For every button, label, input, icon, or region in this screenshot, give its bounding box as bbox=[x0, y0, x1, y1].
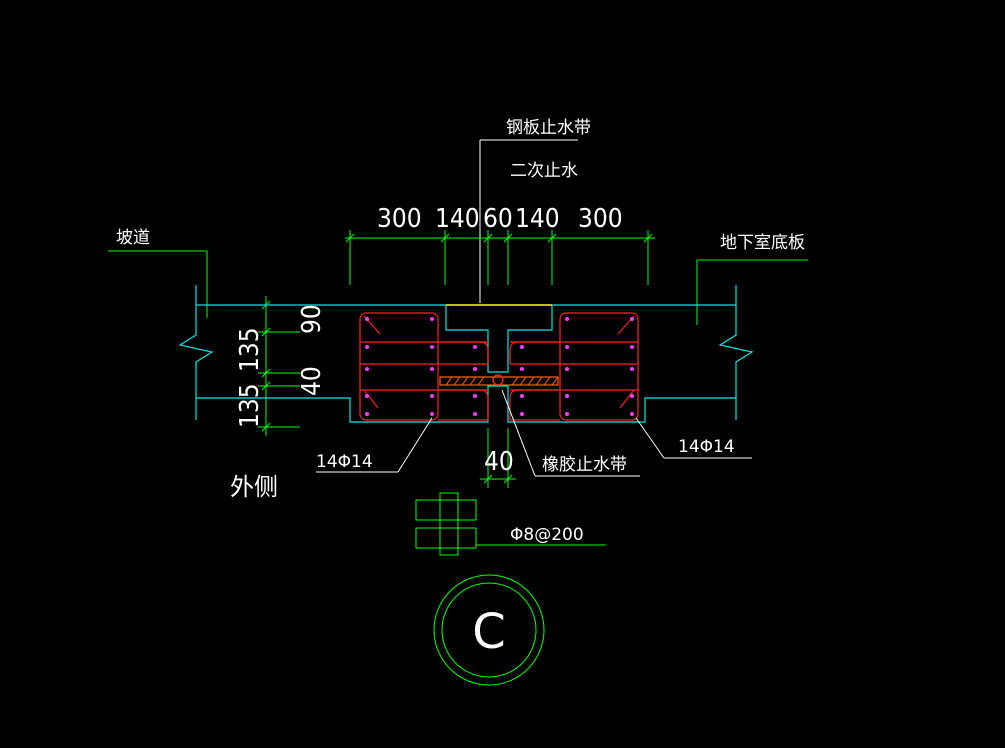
rebar-points bbox=[365, 317, 634, 416]
dim-top-300-left: 300 bbox=[377, 204, 422, 234]
leader-rubber-waterstop bbox=[501, 389, 640, 477]
dim-left-135-bottom: 135 bbox=[235, 383, 265, 428]
stirrup-detail bbox=[415, 492, 606, 556]
rubber-waterstop bbox=[439, 374, 559, 386]
axis-bubble bbox=[433, 574, 545, 686]
rebar-left bbox=[359, 312, 489, 421]
label-rebar-left: 14Φ14 bbox=[316, 452, 373, 472]
axis-bubble-label: C bbox=[472, 604, 506, 660]
dim-left-40: 40 bbox=[297, 366, 327, 396]
dim-bottom-40: 40 bbox=[484, 447, 514, 477]
label-rubber-waterstop: 橡胶止水带 bbox=[542, 455, 627, 475]
top-dimension-chain bbox=[345, 230, 655, 285]
dim-top-60: 60 bbox=[483, 204, 513, 234]
leader-rebar-right bbox=[635, 417, 752, 459]
dim-top-300-right: 300 bbox=[578, 204, 623, 234]
concrete-outline bbox=[178, 285, 754, 423]
leader-ramp bbox=[108, 250, 208, 318]
leader-rebar-left bbox=[316, 417, 433, 473]
label-steel-waterstop: 钢板止水带 bbox=[506, 118, 591, 138]
label-rebar-right: 14Φ14 bbox=[678, 437, 735, 457]
dim-top-140-left: 140 bbox=[435, 204, 480, 234]
leader-steel-waterstop bbox=[479, 139, 578, 303]
bottom-gap-dimension bbox=[480, 428, 516, 488]
label-ramp: 坡道 bbox=[116, 228, 150, 248]
label-outside: 外侧 bbox=[230, 473, 278, 501]
dim-top-140-right: 140 bbox=[515, 204, 560, 234]
dim-left-90: 90 bbox=[297, 304, 327, 334]
rebar-right bbox=[509, 312, 639, 421]
leader-basement-floor bbox=[696, 259, 808, 325]
label-stirrup: Φ8@200 bbox=[510, 525, 584, 545]
dim-left-135-top: 135 bbox=[235, 327, 265, 372]
label-basement-floor: 地下室底板 bbox=[720, 233, 805, 253]
label-secondary-waterstop: 二次止水 bbox=[510, 161, 578, 181]
